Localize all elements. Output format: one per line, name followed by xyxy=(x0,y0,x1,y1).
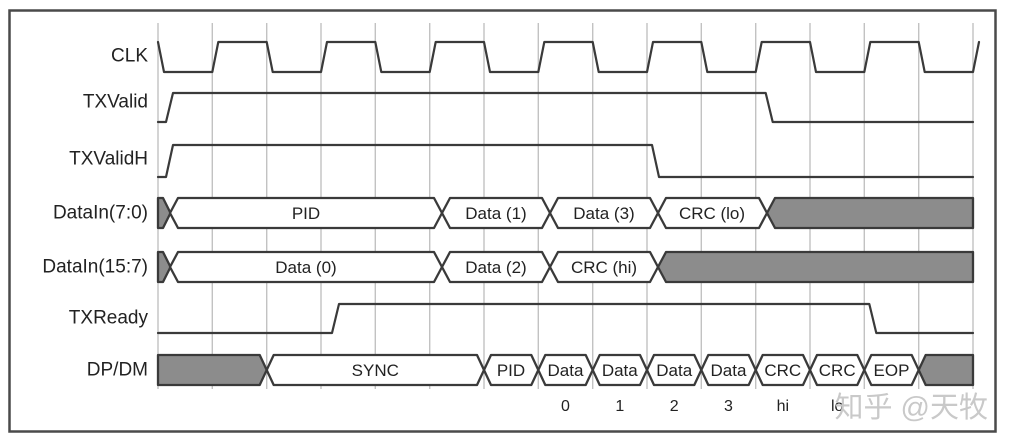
dpdm-invalid-end-cell xyxy=(917,353,975,387)
clk-waveform xyxy=(156,40,981,74)
dpdm-sub-data2: 2 xyxy=(670,398,679,415)
datain7-0-data1-label: Data (1) xyxy=(465,204,526,223)
dpdm-sub-data1: 1 xyxy=(615,398,624,415)
txready-waveform xyxy=(156,302,975,335)
signal-label-dpdm: DP/DM xyxy=(87,360,148,381)
dpdm-eop-label: EOP xyxy=(874,361,910,380)
datain15-7-invalid-start-cell xyxy=(156,250,172,284)
dpdm-sub-crclo: lo xyxy=(831,398,844,415)
txvalidh-waveform xyxy=(156,143,975,179)
datain15-7-data2-label: Data (2) xyxy=(465,258,526,277)
dpdm-crchi-label: CRC xyxy=(764,361,801,380)
dpdm-sub-data0: 0 xyxy=(561,398,570,415)
dpdm-sync-label: SYNC xyxy=(352,361,399,380)
dpdm-data0-label: Data xyxy=(548,361,584,380)
dpdm-sub-crchi: hi xyxy=(777,398,789,415)
datain15-7-data0-label: Data (0) xyxy=(275,258,336,277)
dpdm-crclo-label: CRC xyxy=(819,361,856,380)
signal-label-clk: CLK xyxy=(111,46,148,67)
signal-label-datain7-0: DataIn(7:0) xyxy=(53,203,148,224)
signal-label-txready: TXReady xyxy=(69,308,149,329)
dpdm-invalid-start-cell xyxy=(156,353,268,387)
dpdm-bus-row: SYNC PID Data Data Data Data CRC CRC EOP… xyxy=(156,353,975,415)
dpdm-sub-data3: 3 xyxy=(724,398,733,415)
dpdm-pid-label: PID xyxy=(497,361,525,380)
watermark-text: 知乎 @天牧 xyxy=(835,391,989,424)
dpdm-data1-label: Data xyxy=(602,361,638,380)
dpdm-data2-label: Data xyxy=(656,361,692,380)
datain7-0-data3-label: Data (3) xyxy=(573,204,634,223)
signal-label-txvalid: TXValid xyxy=(83,92,148,113)
datain7-0-invalid-start-cell xyxy=(156,196,172,230)
datain7-0-crclo-label: CRC (lo) xyxy=(679,204,745,223)
datain7-0-pid-label: PID xyxy=(292,204,320,223)
datain15-7-bus-row: Data (0) Data (2) CRC (hi) xyxy=(156,250,975,284)
signal-label-datain15-7: DataIn(15:7) xyxy=(42,257,148,278)
datain7-0-invalid-end-cell xyxy=(765,196,975,230)
dpdm-data3-label: Data xyxy=(711,361,747,380)
datain15-7-crchi-label: CRC (hi) xyxy=(571,258,637,277)
signal-label-txvalidh: TXValidH xyxy=(69,149,148,170)
signal-label-column: CLK TXValid TXValidH DataIn(7:0) DataIn(… xyxy=(42,46,148,381)
datain15-7-invalid-end-cell xyxy=(656,250,975,284)
txvalid-waveform xyxy=(156,91,975,124)
datain7-0-bus-row: PID Data (1) Data (3) CRC (lo) xyxy=(156,196,975,230)
